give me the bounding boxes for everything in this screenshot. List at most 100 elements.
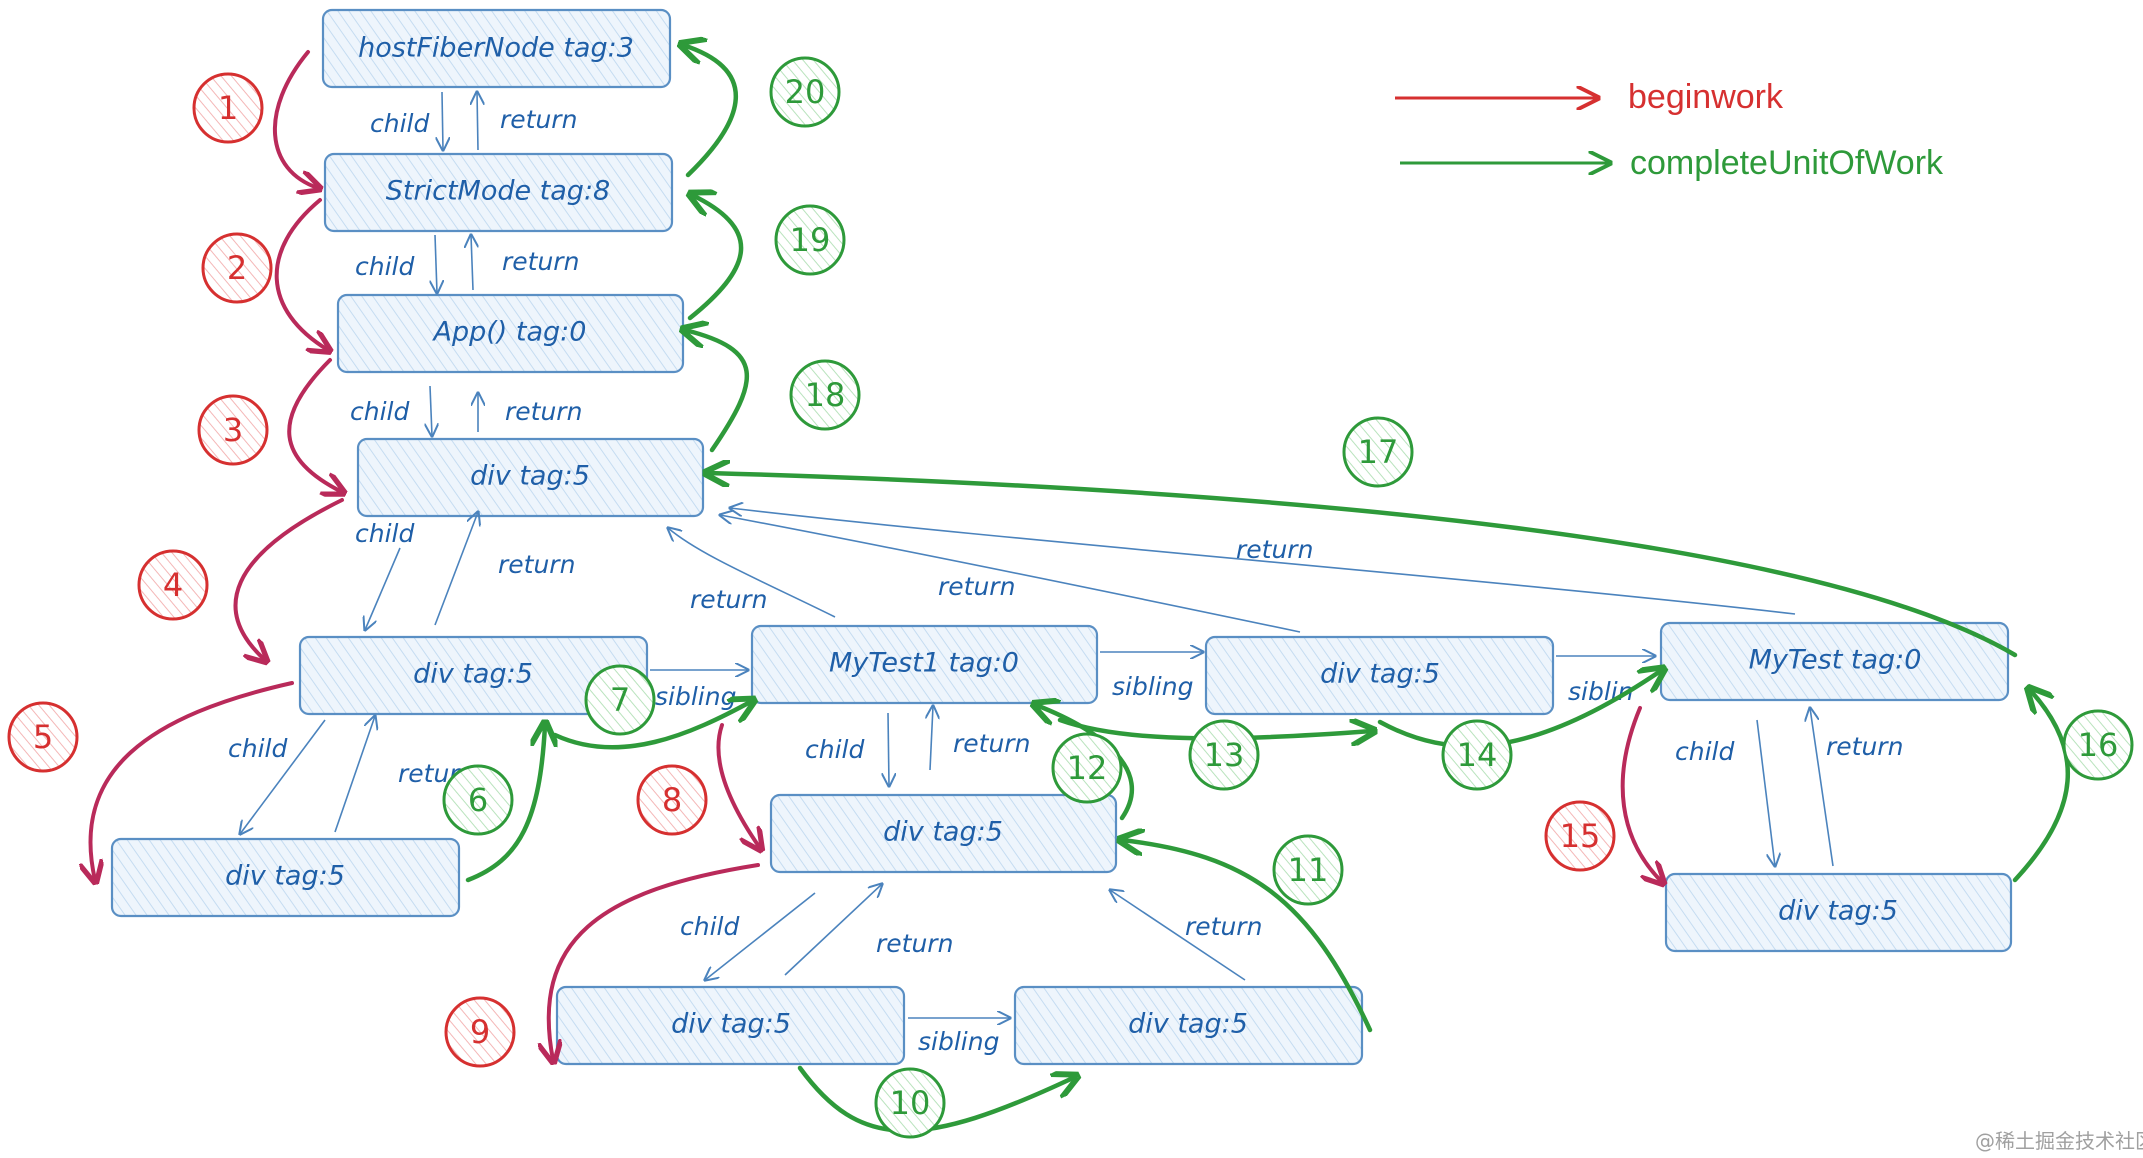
node-label: StrictMode tag:8 (386, 176, 610, 207)
step-badge-8: 8 (636, 764, 708, 836)
beginwork-arrow-8 (716, 723, 760, 848)
return-arrow (477, 92, 478, 151)
complete-arrow-20 (683, 45, 739, 178)
beginwork-arrow-4 (233, 498, 344, 660)
node-label: div tag:5 (413, 659, 533, 690)
child-arrow (705, 892, 816, 980)
svg-text:5: 5 (33, 718, 53, 756)
node-label: div tag:5 (1128, 1009, 1248, 1040)
complete-arrow-7 (552, 701, 752, 750)
complete-arrow-17 (708, 473, 2018, 658)
node-div-a-child: div tag:5 (110, 837, 461, 918)
beginwork-arrow-9 (549, 863, 760, 1060)
node-label: div tag:5 (671, 1009, 791, 1040)
step-badge-14: 14 (1441, 719, 1513, 791)
node-div-root: div tag:5 (356, 437, 705, 518)
edge-label-return: return (938, 572, 1015, 601)
edge-label-child: child (228, 734, 287, 763)
return-arrow (1110, 890, 1246, 981)
step-badge-6: 6 (442, 764, 514, 836)
step-badge-18: 18 (789, 359, 861, 431)
svg-text:10: 10 (890, 1084, 931, 1122)
svg-text:2: 2 (227, 249, 247, 287)
child-arrow (442, 91, 443, 150)
watermark: @稀土掘金技术社区 (1975, 1129, 2143, 1153)
svg-text:15: 15 (1560, 817, 1601, 855)
edge-label-return: return (1236, 535, 1313, 564)
node-div-b: div tag:5 (1204, 635, 1555, 716)
edge-label-sibling: sibling (918, 1027, 999, 1056)
complete-arrow-19 (690, 195, 744, 321)
step-badge-13: 13 (1188, 719, 1260, 791)
step-badge-16: 16 (2062, 709, 2134, 781)
beginwork-arrow-1 (273, 50, 318, 188)
step-badge-12: 12 (1051, 732, 1123, 804)
edge-label-return: return (502, 247, 579, 276)
step-badge-17: 17 (1342, 416, 1414, 488)
edge-label-sibling: sibling (655, 682, 736, 711)
child-arrow (1756, 719, 1775, 866)
svg-text:14: 14 (1457, 736, 1498, 774)
edge-label-return: return (690, 585, 767, 614)
svg-text:4: 4 (163, 566, 183, 604)
edge-label-return: return (505, 397, 582, 426)
node-strictmode: StrictMode tag:8 (323, 152, 674, 233)
step-badge-15: 15 (1544, 800, 1616, 872)
edge-label-sibling: siblin (1568, 677, 1634, 706)
node-div-m1-c1: div tag:5 (555, 985, 906, 1066)
edge-label-child: child (680, 912, 739, 941)
edge-label-return: return (1826, 732, 1903, 761)
node-mytest: MyTest tag:0 (1659, 621, 2010, 702)
step-badge-9: 9 (444, 996, 516, 1068)
edge-label-return: return (876, 929, 953, 958)
node-label: div tag:5 (1778, 896, 1898, 927)
legend: beginwork completeUnitOfWork (1395, 78, 1944, 182)
edge-label-child: child (350, 397, 409, 426)
step-badge-1: 1 (192, 72, 264, 144)
return-arrow (784, 884, 882, 976)
step-badge-19: 19 (774, 204, 846, 276)
edge-label-child: child (370, 109, 429, 138)
svg-text:13: 13 (1204, 736, 1245, 774)
step-badge-11: 11 (1272, 834, 1344, 906)
step-badge-5: 5 (7, 701, 79, 773)
complete-arrow-16 (2012, 690, 2070, 883)
return-arrow (730, 508, 1796, 615)
node-div-m1-c2: div tag:5 (1013, 985, 1364, 1066)
complete-arrow-6 (465, 725, 545, 883)
return-arrow (668, 528, 836, 618)
child-arrow (240, 719, 326, 834)
beginwork-arrow-15 (1620, 706, 1662, 882)
node-label: div tag:5 (470, 461, 590, 492)
edge-label-return: return (953, 729, 1030, 758)
node-label: div tag:5 (883, 817, 1003, 848)
edge-label-return: return (498, 550, 575, 579)
return-arrow (434, 512, 478, 626)
child-arrow (888, 712, 889, 786)
edge-label-child: child (1675, 737, 1734, 766)
step-badge-4: 4 (137, 549, 209, 621)
svg-text:17: 17 (1358, 433, 1399, 471)
svg-text:8: 8 (662, 781, 682, 819)
step-badge-7: 7 (584, 664, 656, 736)
return-arrow (720, 515, 1301, 633)
step-badge-3: 3 (197, 394, 269, 466)
step-badge-20: 20 (769, 56, 841, 128)
edge-label-sibling: sibling (1112, 672, 1193, 701)
edge-label-child: child (805, 735, 864, 764)
node-host: hostFiberNode tag:3 (321, 8, 672, 89)
return-arrow (471, 235, 473, 291)
complete-arrow-18 (685, 330, 750, 453)
svg-text:11: 11 (1288, 851, 1329, 889)
svg-text:6: 6 (468, 781, 488, 819)
step-badge-2: 2 (201, 232, 273, 304)
svg-text:1: 1 (218, 89, 238, 127)
node-label: MyTest tag:0 (1749, 645, 1922, 676)
legend-beginwork-label: beginwork (1628, 78, 1784, 116)
node-label: div tag:5 (225, 861, 345, 892)
node-app: App() tag:0 (336, 293, 685, 374)
beginwork-arrow-2 (274, 198, 328, 350)
child-arrow (430, 385, 432, 436)
node-label: hostFiberNode tag:3 (358, 33, 634, 64)
